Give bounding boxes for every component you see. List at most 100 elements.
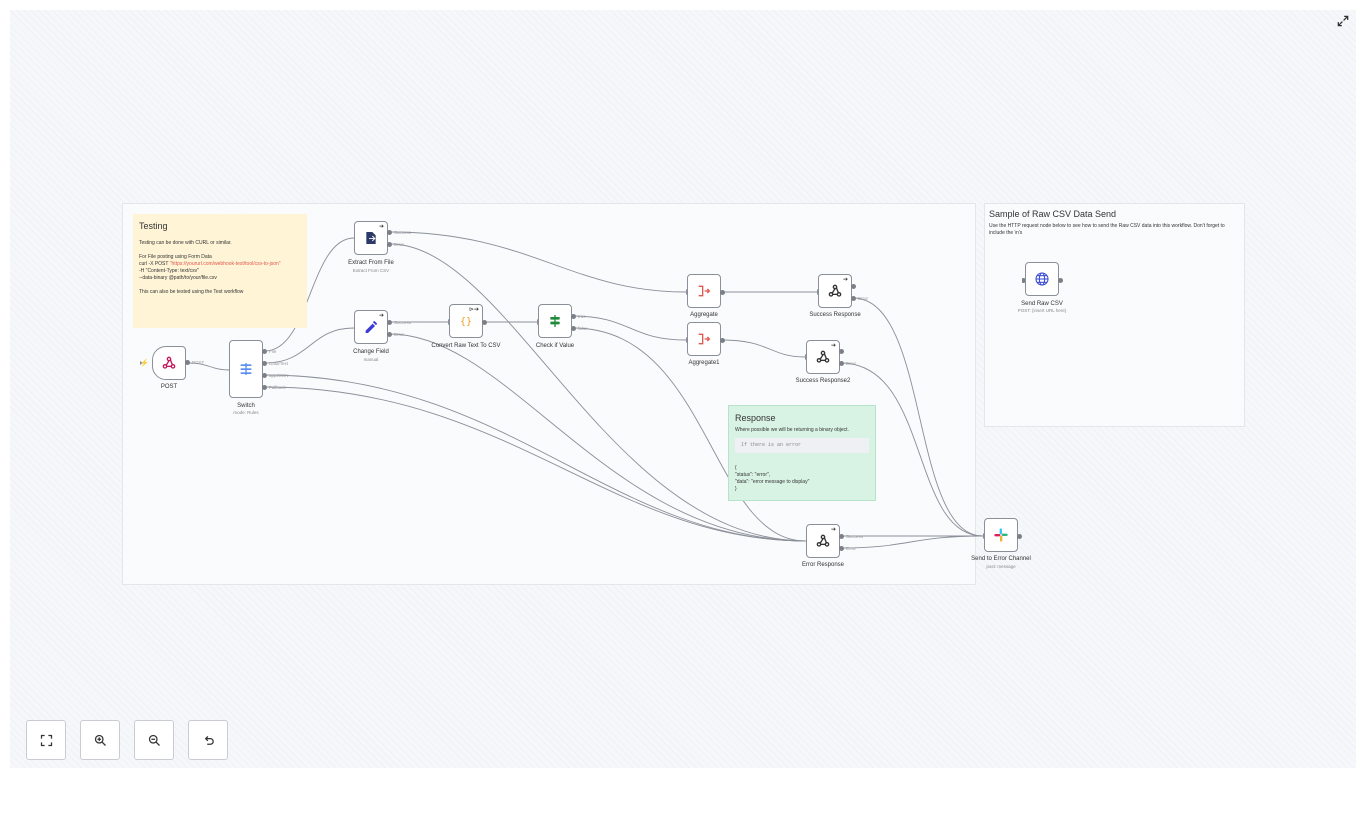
node-label: Change Field <box>353 349 389 355</box>
edge-switch-error-2 <box>264 386 807 542</box>
zoom-to-fit-button[interactable] <box>26 720 66 760</box>
port-label: appJSON <box>269 373 289 378</box>
port-label: Error <box>394 242 404 247</box>
zoom-in-button[interactable] <box>80 720 120 760</box>
edge-aggregate1-success2 <box>721 339 806 358</box>
sticky-code: If there is an error <box>735 438 869 453</box>
node-error-response[interactable]: ➔ <box>806 524 840 558</box>
port-label: Error <box>394 332 404 337</box>
arrow-right-icon: ➔ <box>842 277 848 283</box>
output-port[interactable] <box>839 546 844 551</box>
if-icon <box>550 315 560 327</box>
port-label: POST <box>192 360 205 365</box>
node-change-field[interactable]: ➔ <box>354 310 388 344</box>
port-label: Error <box>858 296 868 301</box>
expand-icon[interactable] <box>1336 14 1350 28</box>
port-label: Data/Text <box>269 361 289 366</box>
output-port[interactable] <box>839 534 844 539</box>
sticky-note-sample[interactable]: Sample of Raw CSV Data Send Use the HTTP… <box>984 203 1243 425</box>
node-aggregate1[interactable] <box>687 322 721 356</box>
sticky-text: This can also be tested using the Test w… <box>139 289 244 295</box>
webhook-icon <box>816 350 830 363</box>
fit-view-icon <box>40 734 52 746</box>
node-switch[interactable] <box>229 340 263 398</box>
file-extract-icon <box>366 232 376 244</box>
node-extract-from-file[interactable]: ➔ <box>354 221 388 255</box>
node-label: Send to Error Channel <box>971 556 1031 562</box>
output-port[interactable] <box>839 361 844 366</box>
node-subtitle: POST: {insert URL here} <box>1017 308 1067 313</box>
output-port[interactable] <box>387 242 392 247</box>
output-port[interactable] <box>262 385 267 390</box>
node-check-if-value[interactable] <box>538 304 572 338</box>
arrow-right-icon: ➔ <box>378 224 384 230</box>
port-label: false <box>578 326 588 331</box>
sticky-title: Sample of Raw CSV Data Send <box>989 209 1117 219</box>
output-port[interactable] <box>571 326 576 331</box>
output-port[interactable] <box>1058 278 1063 283</box>
port-label: Success <box>846 534 864 539</box>
reset-zoom-button[interactable] <box>188 720 228 760</box>
edge-switch-change <box>264 327 355 364</box>
output-port[interactable] <box>387 230 392 235</box>
sticky-text: Use the HTTP request node below to see h… <box>989 223 1225 236</box>
node-label: Aggregate <box>690 312 718 318</box>
zoom-in-icon <box>94 734 106 746</box>
output-port[interactable] <box>262 373 267 378</box>
node-label: Extract From File <box>348 260 394 266</box>
port-label: File <box>269 349 277 354</box>
svg-text:{}: {} <box>460 316 472 327</box>
node-subtitle: mode: Rules <box>233 410 259 415</box>
edge-extract-aggregate <box>389 231 687 293</box>
node-aggregate[interactable] <box>687 274 721 308</box>
output-port[interactable] <box>387 320 392 325</box>
node-success-response2[interactable]: ➔ <box>806 340 840 374</box>
port-label: Error <box>846 361 856 366</box>
connection-lines <box>140 231 987 549</box>
node-success-response[interactable]: ➔ <box>818 274 852 308</box>
arrow-right-icon: ➔ <box>830 343 836 349</box>
node-subtitle: post: message <box>986 564 1016 569</box>
output-port[interactable] <box>851 296 856 301</box>
webhook-icon <box>162 356 176 369</box>
arrow-right-icon: ➔ <box>830 527 836 533</box>
workflow-canvas[interactable]: Testing Testing can be done with CURL or… <box>10 10 1356 768</box>
output-port[interactable] <box>262 361 267 366</box>
trigger-bolt-icon: ⚡ <box>140 360 149 367</box>
zoom-out-button[interactable] <box>134 720 174 760</box>
code-braces-icon: {} <box>460 316 472 327</box>
sticky-note-response[interactable]: Response Where possible we will be retur… <box>728 405 876 501</box>
sticky-text: { <box>735 465 737 471</box>
node-convert-raw-text[interactable]: ⊳➔ {} <box>449 304 483 338</box>
edge-change-error <box>389 333 807 542</box>
webhook-icon <box>816 534 830 547</box>
edge-error-slack-2 <box>840 535 984 549</box>
output-port[interactable] <box>387 332 392 337</box>
webhook-icon <box>828 284 842 297</box>
sticky-note-testing[interactable]: Testing Testing can be done with CURL or… <box>133 214 307 328</box>
node-subtitle: Extract From CSV <box>352 268 390 273</box>
pencil-icon <box>365 321 377 333</box>
node-label: Convert Raw Text To CSV <box>431 343 501 349</box>
sticky-text: --data-binary @path/to/your/file.csv <box>139 275 217 281</box>
output-port[interactable] <box>185 360 190 365</box>
node-send-to-error-channel[interactable] <box>984 518 1018 552</box>
output-port[interactable] <box>720 290 725 295</box>
port-label: Success <box>394 230 412 235</box>
output-port[interactable] <box>720 338 725 343</box>
sticky-text: curl -X POST <box>139 261 170 267</box>
output-port[interactable] <box>482 320 487 325</box>
sticky-text: Testing can be done with CURL or similar… <box>139 240 232 246</box>
output-port[interactable] <box>1017 534 1022 539</box>
input-port[interactable] <box>1022 278 1025 283</box>
output-port[interactable] <box>571 314 576 319</box>
output-port[interactable] <box>839 349 844 354</box>
output-port[interactable] <box>851 284 856 289</box>
node-subtitle: manual <box>363 357 379 362</box>
switch-icon <box>240 363 252 375</box>
node-send-raw-csv[interactable] <box>1025 262 1059 296</box>
output-port[interactable] <box>262 349 267 354</box>
node-post[interactable] <box>152 346 186 380</box>
sticky-text: -H "Content-Type: text/csv" <box>139 268 199 274</box>
sticky-link[interactable]: "https://yoururl.com/webhook-test/tool/c… <box>169 261 281 267</box>
